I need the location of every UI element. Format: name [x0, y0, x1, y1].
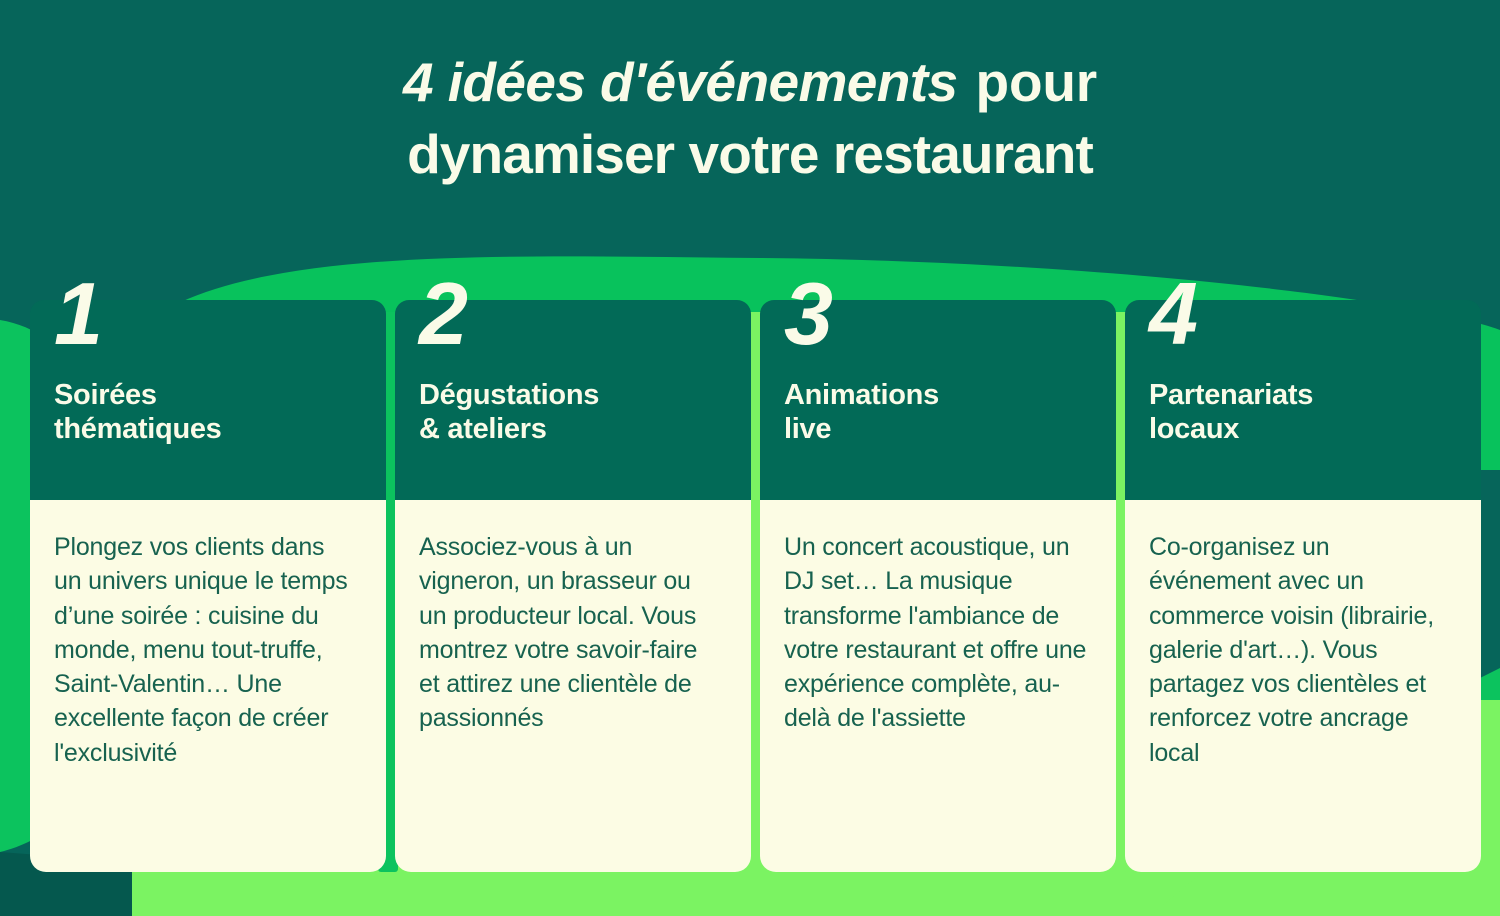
card-header-panel	[395, 300, 751, 500]
idea-card-2[interactable]: 2 Dégustations & ateliers Associez-vous …	[395, 264, 763, 872]
card-body-panel	[395, 500, 751, 872]
card-number: 2	[419, 264, 468, 363]
card-header-panel	[760, 300, 1116, 500]
card-header-panel	[30, 300, 386, 500]
page-title: 4 idées d'événements pour dynamiser votr…	[0, 51, 1500, 185]
card-body-text: Co-organisez un événement avec un commer…	[1149, 533, 1434, 767]
card-number: 1	[54, 264, 103, 363]
card-title: Soirées thématiques	[54, 379, 222, 446]
idea-card-3[interactable]: 3 Animations live Un concert acoustique,…	[760, 264, 1128, 872]
card-body-panel	[30, 500, 386, 872]
card-body-text: Plongez vos clients dans un univers uniq…	[54, 533, 348, 767]
idea-card-1[interactable]: 1 Soirées thématiques Plongez vos client…	[30, 264, 398, 872]
card-body-text: Un concert acoustique, un DJ set… La mus…	[784, 533, 1087, 733]
idea-card-4[interactable]: 4 Partenariats locaux Co-organisez un év…	[1125, 264, 1481, 872]
card-body-panel	[760, 500, 1116, 872]
card-title: Animations live	[784, 379, 939, 446]
card-number: 4	[1149, 264, 1198, 363]
card-title: Partenariats locaux	[1149, 379, 1314, 446]
card-header-panel	[1125, 300, 1481, 500]
bottom-lime-band	[132, 862, 1500, 916]
title-line-2: dynamiser votre restaurant	[407, 122, 1094, 185]
card-body-panel	[1125, 500, 1481, 872]
card-title: Dégustations & ateliers	[419, 379, 600, 446]
title-rest: pour	[960, 51, 1098, 113]
card-number: 3	[784, 264, 833, 363]
title-emphasis: 4 idées d'événements	[403, 51, 958, 113]
card-body-text: Associez-vous à un vigneron, un brasseur…	[419, 533, 698, 733]
title-line-1: 4 idées d'événements pour	[0, 51, 1500, 114]
